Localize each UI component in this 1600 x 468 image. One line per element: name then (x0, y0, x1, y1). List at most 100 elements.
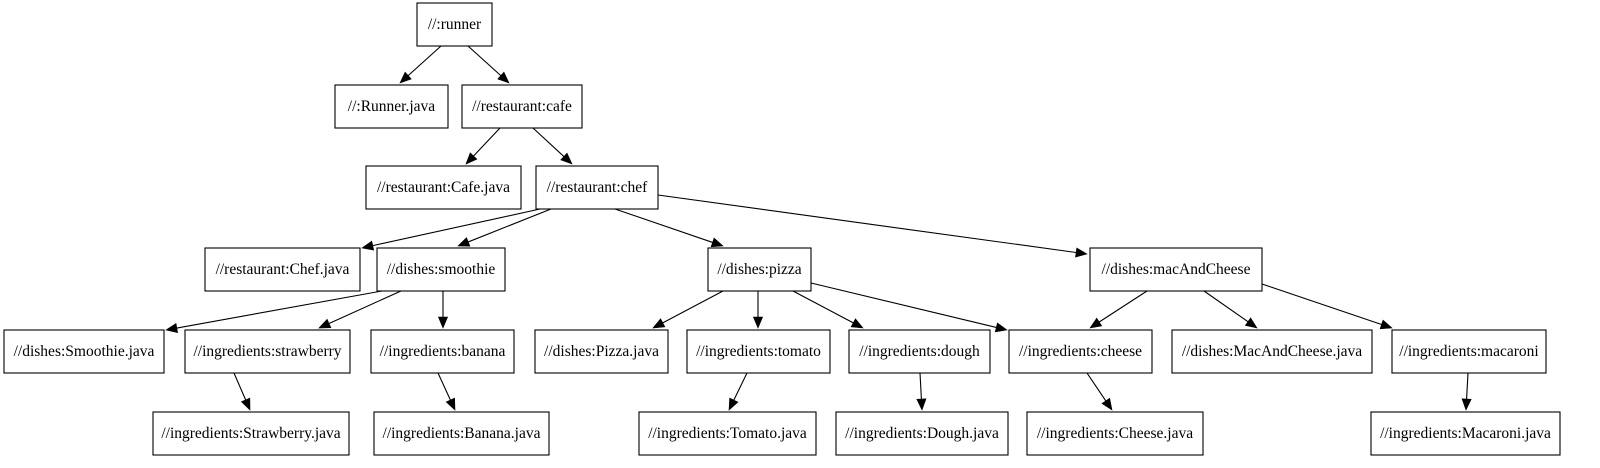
node-box[interactable] (461, 84, 583, 129)
graph-node-ing_macaroni[interactable]: //ingredients:macaroni (1391, 329, 1547, 374)
node-box[interactable] (1026, 411, 1204, 456)
graph-node-mac_java[interactable]: //dishes:MacAndCheese.java (1171, 329, 1373, 374)
node-label: //dishes:Smoothie.java (14, 343, 155, 360)
arrowhead-icon (710, 237, 724, 248)
node-box[interactable] (1089, 247, 1263, 292)
arrowhead-icon (560, 152, 573, 165)
edge-line (1098, 290, 1148, 323)
edge-line (176, 290, 383, 329)
node-box[interactable] (365, 165, 522, 210)
node-label: //ingredients:dough (859, 343, 980, 360)
node-label: //ingredients:Tomato.java (648, 425, 807, 442)
edge-line (473, 127, 501, 157)
edge-line (792, 290, 854, 324)
edge-line (733, 372, 748, 401)
graph-node-dishes_mac[interactable]: //dishes:macAndCheese (1089, 247, 1263, 292)
arrowhead-icon (1244, 317, 1258, 329)
edge-ing_dough-to-dough_java (916, 372, 927, 411)
node-label: //restaurant:cafe (472, 98, 572, 115)
node-label: //:runner (428, 16, 482, 33)
node-box[interactable] (1171, 329, 1373, 374)
node-box[interactable] (1391, 329, 1547, 374)
graph-node-smoothie_java[interactable]: //dishes:Smoothie.java (3, 329, 165, 374)
node-label: //:Runner.java (348, 98, 436, 115)
arrowhead-icon (1461, 398, 1472, 411)
node-box[interactable] (370, 329, 515, 374)
node-box[interactable] (184, 329, 351, 374)
node-label: //ingredients:Cheese.java (1037, 425, 1193, 442)
graph-node-runner_java[interactable]: //:Runner.java (334, 84, 449, 129)
graph-node-strawberry_java[interactable]: //ingredients:Strawberry.java (152, 411, 350, 456)
arrowhead-icon (752, 316, 764, 329)
node-label: //ingredients:Strawberry.java (161, 425, 340, 442)
arrowhead-icon (165, 323, 179, 333)
arrowhead-icon (916, 398, 927, 411)
edge-dishes_pizza-to-ing_cheese (810, 282, 1008, 333)
edge-dishes_pizza-to-ing_tomato (752, 291, 764, 329)
node-label: //ingredients:Macaroni.java (1380, 425, 1551, 442)
node-box[interactable] (638, 411, 817, 456)
graph-node-ing_dough[interactable]: //ingredients:dough (848, 329, 991, 374)
node-box[interactable] (686, 329, 831, 374)
node-box[interactable] (848, 329, 991, 374)
graph-node-chef_java[interactable]: //restaurant:Chef.java (204, 247, 361, 292)
edge-ing_macaroni-to-macaroni_java (1461, 372, 1472, 411)
arrowhead-icon (457, 237, 471, 247)
node-label: //ingredients:strawberry (193, 343, 341, 360)
graph-node-banana_java[interactable]: //ingredients:Banana.java (373, 411, 550, 456)
node-box[interactable] (334, 84, 449, 129)
arrowhead-icon (399, 71, 412, 84)
edge-line (407, 45, 442, 77)
edge-line (437, 372, 451, 401)
node-label: //ingredients:banana (380, 343, 506, 360)
node-label: //restaurant:Cafe.java (377, 179, 510, 196)
node-label: //ingredients:macaroni (1399, 343, 1539, 360)
graph-node-ing_banana[interactable]: //ingredients:banana (370, 329, 515, 374)
graph-node-dough_java[interactable]: //ingredients:Dough.java (835, 411, 1009, 456)
node-box[interactable] (1008, 329, 1153, 374)
graph-node-dishes_pizza[interactable]: //dishes:pizza (707, 247, 812, 292)
node-box[interactable] (835, 411, 1009, 456)
node-box[interactable] (152, 411, 350, 456)
edge-restaurant_chef-to-dishes_smoothie (457, 208, 552, 247)
graph-node-ing_strawberry[interactable]: //ingredients:strawberry (184, 329, 351, 374)
graph-node-pizza_java[interactable]: //dishes:Pizza.java (534, 329, 669, 374)
graph-node-runner[interactable]: //:runner (416, 2, 493, 47)
node-box[interactable] (376, 247, 506, 292)
edge-line (1086, 372, 1107, 402)
node-box[interactable] (204, 247, 361, 292)
edge-runner-to-restaurant_cafe (467, 45, 510, 84)
graph-node-cheese_java[interactable]: //ingredients:Cheese.java (1026, 411, 1204, 456)
edge-line (810, 282, 997, 328)
edge-line (614, 208, 713, 243)
edge-dishes_mac-to-ing_cheese (1089, 290, 1148, 329)
graph-node-restaurant_chef[interactable]: //restaurant:chef (535, 165, 659, 210)
arrowhead-icon (1089, 317, 1103, 329)
node-box[interactable] (535, 165, 659, 210)
node-box[interactable] (3, 329, 165, 374)
node-box[interactable] (707, 247, 812, 292)
graph-node-ing_cheese[interactable]: //ingredients:cheese (1008, 329, 1153, 374)
edge-dishes_mac-to-ing_macaroni (1261, 283, 1393, 330)
edge-restaurant_cafe-to-cafe_java (465, 127, 501, 165)
edge-dishes_smoothie-to-ing_strawberry (318, 290, 402, 329)
node-box[interactable] (1370, 411, 1561, 456)
arrowhead-icon (652, 318, 666, 329)
graph-node-tomato_java[interactable]: //ingredients:Tomato.java (638, 411, 817, 456)
node-box[interactable] (534, 329, 669, 374)
graph-node-cafe_java[interactable]: //restaurant:Cafe.java (365, 165, 522, 210)
graph-node-ing_tomato[interactable]: //ingredients:tomato (686, 329, 831, 374)
edge-line (468, 208, 552, 243)
arrowhead-icon (318, 318, 332, 329)
node-box[interactable] (416, 2, 493, 47)
edge-line (662, 290, 724, 324)
graph-node-macaroni_java[interactable]: //ingredients:Macaroni.java (1370, 411, 1561, 456)
edge-line (372, 208, 541, 247)
node-box[interactable] (373, 411, 550, 456)
edge-line (233, 372, 247, 401)
graph-node-dishes_smoothie[interactable]: //dishes:smoothie (376, 247, 506, 292)
edge-line (467, 45, 502, 77)
graph-node-restaurant_cafe[interactable]: //restaurant:cafe (461, 84, 583, 129)
